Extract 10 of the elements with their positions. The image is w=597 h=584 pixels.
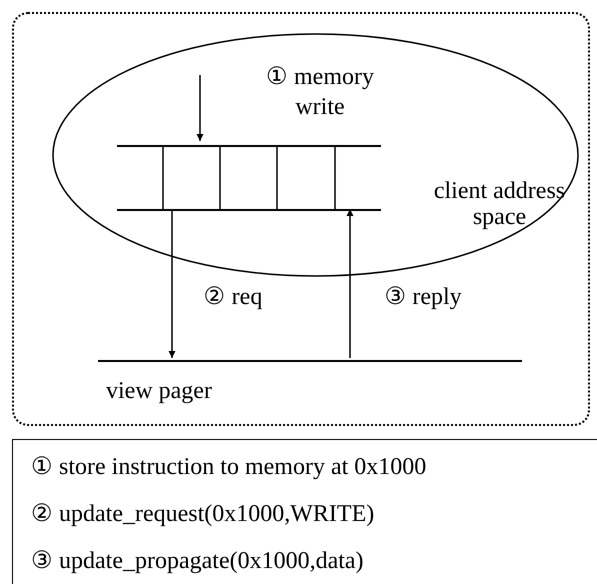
node-label: view pager <box>106 378 213 404</box>
arrow <box>168 209 176 358</box>
buffer-drawing <box>117 145 381 211</box>
address-space-ellipse <box>52 33 579 277</box>
arrow <box>346 209 354 358</box>
note-text: ① store instruction to memory at 0x1000 <box>31 453 426 482</box>
arrow <box>196 75 204 141</box>
note-text: ② update_request(0x1000,WRITE) <box>31 500 374 529</box>
node-label: client address space <box>432 178 566 230</box>
note-text: ③ update_propagate(0x1000,data) <box>31 547 364 576</box>
